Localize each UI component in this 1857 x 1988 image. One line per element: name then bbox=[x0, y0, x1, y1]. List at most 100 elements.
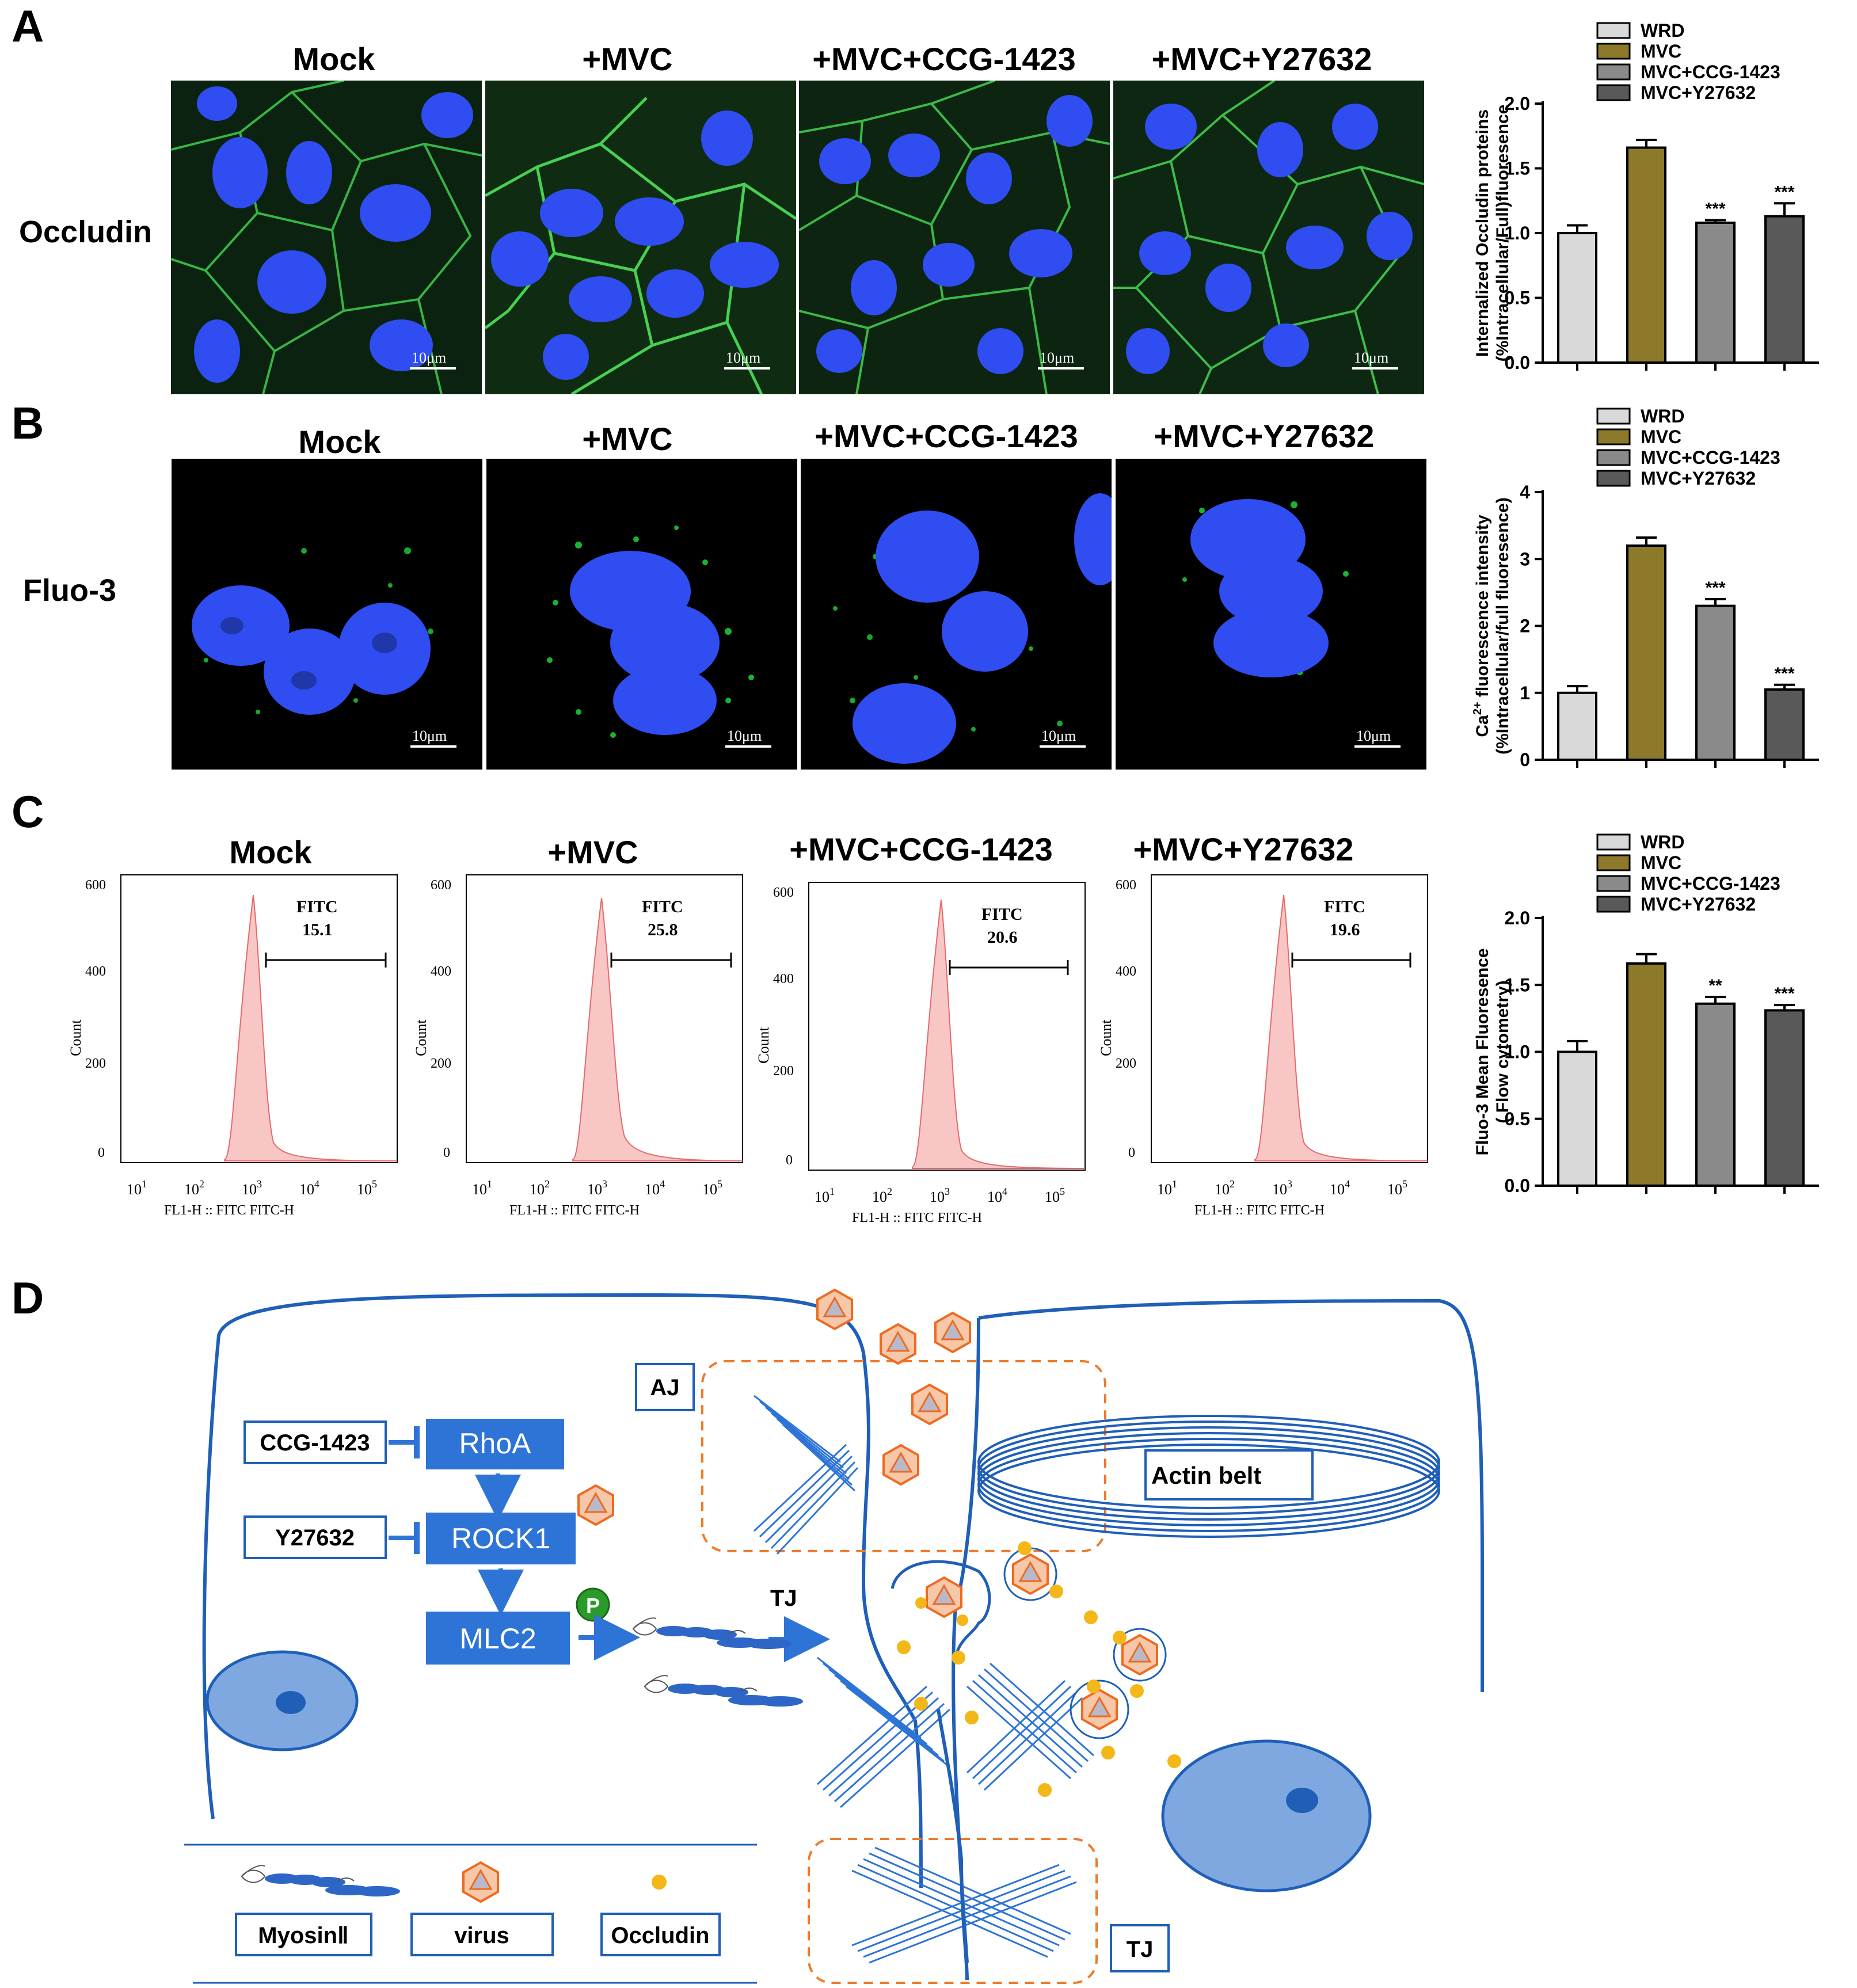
x-tick: 103 bbox=[930, 1186, 950, 1205]
label-actin-belt: Actin belt bbox=[1151, 1462, 1261, 1489]
y-axis-label-line2: (%Intracellular/Full)fluoresence bbox=[1493, 105, 1512, 362]
significance-marker: *** bbox=[1774, 182, 1794, 201]
bar bbox=[1764, 688, 1805, 761]
bar bbox=[1695, 222, 1736, 364]
y-tick-label: 0 bbox=[1520, 749, 1530, 770]
label-ccg1423: CCG-1423 bbox=[260, 1430, 370, 1456]
x-tick: 102 bbox=[184, 1178, 204, 1198]
y-tick: 200 bbox=[773, 1064, 794, 1079]
occludin-dot bbox=[1084, 1610, 1098, 1624]
x-axis-label: FL1-H :: FITC FITC-H bbox=[1194, 1203, 1325, 1218]
x-tick: 105 bbox=[1045, 1186, 1065, 1205]
panel-letter-d: D bbox=[12, 1273, 44, 1323]
x-tick: 103 bbox=[1272, 1178, 1292, 1198]
y-tick: 600 bbox=[1116, 878, 1136, 893]
label-tj-top: TJ bbox=[770, 1586, 797, 1611]
a-col-title-1: Mock bbox=[292, 41, 375, 77]
row-label-fluo3: Fluo-3 bbox=[23, 573, 116, 608]
label-rhoa: RhoA bbox=[459, 1427, 531, 1460]
y-tick: 400 bbox=[773, 972, 794, 987]
occludin-dot bbox=[1087, 1679, 1101, 1693]
c-col-title-1: Mock bbox=[229, 834, 312, 870]
y-tick-label: 1.0 bbox=[1505, 223, 1530, 243]
y-tick: 400 bbox=[431, 964, 451, 979]
rock1-box bbox=[426, 1513, 576, 1564]
legend-entry: MVC bbox=[1641, 41, 1681, 62]
y-tick-label: 2.0 bbox=[1505, 93, 1530, 114]
occludin-dot bbox=[952, 1651, 965, 1665]
virus-icon bbox=[1081, 1689, 1118, 1730]
x-tick: 101 bbox=[127, 1178, 147, 1198]
scale-bar-label: 10μm bbox=[727, 728, 762, 744]
legend-entry: MVC+Y27632 bbox=[1641, 894, 1756, 915]
a-col-title-4: +MVC+Y27632 bbox=[1151, 41, 1372, 77]
y-tick: 400 bbox=[1116, 964, 1136, 979]
legend-occludin-dot bbox=[652, 1875, 667, 1890]
label-phosphate: P bbox=[586, 1594, 600, 1617]
legend-myosin-icon bbox=[241, 1865, 401, 1897]
gate-value: 19.6 bbox=[1330, 920, 1360, 939]
occludin-dot bbox=[1049, 1585, 1063, 1598]
x-tick: 104 bbox=[987, 1186, 1007, 1205]
scale-bar-label: 10μm bbox=[1041, 728, 1076, 744]
a-col-title-3: +MVC+CCG-1423 bbox=[812, 41, 1076, 77]
bar bbox=[1764, 215, 1805, 364]
histogram-mock: FITC 15.1 600 400 200 0 Count 101 102 10… bbox=[58, 866, 414, 1226]
legend-swatch bbox=[1596, 896, 1631, 913]
occludin-image-mock: 10μm bbox=[171, 81, 482, 394]
gate-value: 15.1 bbox=[302, 920, 333, 939]
x-tick: 105 bbox=[357, 1178, 377, 1198]
bar bbox=[1626, 962, 1666, 1187]
y-tick: 0 bbox=[786, 1153, 793, 1168]
legend-virus-label: virus bbox=[454, 1923, 509, 1948]
occludin-dot bbox=[915, 1597, 927, 1609]
y-tick-label: 0.5 bbox=[1505, 288, 1530, 309]
scale-bar-label: 10μm bbox=[1356, 728, 1391, 744]
x-tick: 102 bbox=[872, 1186, 892, 1205]
y-axis-label: Fluo-3 Mean Fluoresence bbox=[1473, 948, 1492, 1155]
legend-entry: MVC+Y27632 bbox=[1641, 82, 1756, 103]
y-tick-label: 1.0 bbox=[1505, 1042, 1530, 1062]
x-tick: 102 bbox=[530, 1178, 550, 1198]
y-tick-label: 3 bbox=[1520, 549, 1530, 569]
panel-letter-c: C bbox=[12, 786, 44, 837]
occludin-image-y27632: 10μm bbox=[1113, 81, 1424, 394]
y-tick-label: 2 bbox=[1520, 616, 1530, 637]
histogram-ccg: FITC 20.6 600 400 200 0 Count 101 102 10… bbox=[745, 874, 1102, 1233]
legend-entry: MVC bbox=[1641, 852, 1681, 873]
x-tick: 104 bbox=[1330, 1178, 1350, 1198]
y-tick-label: 1.5 bbox=[1505, 158, 1530, 179]
fluo3-image-mvc: 10μm bbox=[486, 459, 797, 770]
b-col-title-4: +MVC+Y27632 bbox=[1154, 418, 1375, 454]
scale-bar-label: 10μm bbox=[1354, 349, 1388, 366]
legend-entry: MVC+CCG-1423 bbox=[1641, 873, 1780, 894]
gate-label: FITC bbox=[981, 905, 1023, 924]
virus-icon bbox=[816, 1289, 853, 1330]
histogram-y27632: FITC 19.6 600 400 200 0 Count 101 102 10… bbox=[1088, 866, 1445, 1226]
y-axis-label: Count bbox=[67, 1019, 84, 1056]
virus-icon bbox=[882, 1444, 919, 1486]
y-tick-label: 0.0 bbox=[1505, 352, 1530, 373]
y-tick: 600 bbox=[85, 878, 106, 893]
virus-icon bbox=[911, 1384, 948, 1425]
bar bbox=[1557, 691, 1597, 761]
legend-entry: WRD bbox=[1641, 832, 1684, 852]
occludin-dot bbox=[965, 1711, 979, 1724]
rhoa-box bbox=[426, 1419, 564, 1469]
fluo3-image-mock: 10μm bbox=[172, 459, 482, 770]
y-axis-label: Count bbox=[755, 1027, 772, 1064]
bar bbox=[1626, 146, 1666, 364]
x-tick: 105 bbox=[1387, 1178, 1407, 1198]
virus-icon bbox=[926, 1576, 962, 1618]
label-mlc2: MLC2 bbox=[459, 1623, 536, 1655]
label-tj-bottom: TJ bbox=[1127, 1937, 1154, 1962]
label-y27632: Y27632 bbox=[275, 1525, 355, 1551]
x-axis-label: FL1-H :: FITC FITC-H bbox=[509, 1203, 640, 1218]
y-axis-label: Count bbox=[413, 1019, 429, 1056]
a-col-title-2: +MVC bbox=[582, 41, 673, 77]
y-tick-label: 4 bbox=[1520, 482, 1530, 502]
x-tick: 104 bbox=[299, 1178, 319, 1198]
mlc2-box bbox=[426, 1612, 570, 1665]
x-tick: 105 bbox=[702, 1178, 722, 1198]
legend-entry: MVC bbox=[1641, 426, 1681, 447]
